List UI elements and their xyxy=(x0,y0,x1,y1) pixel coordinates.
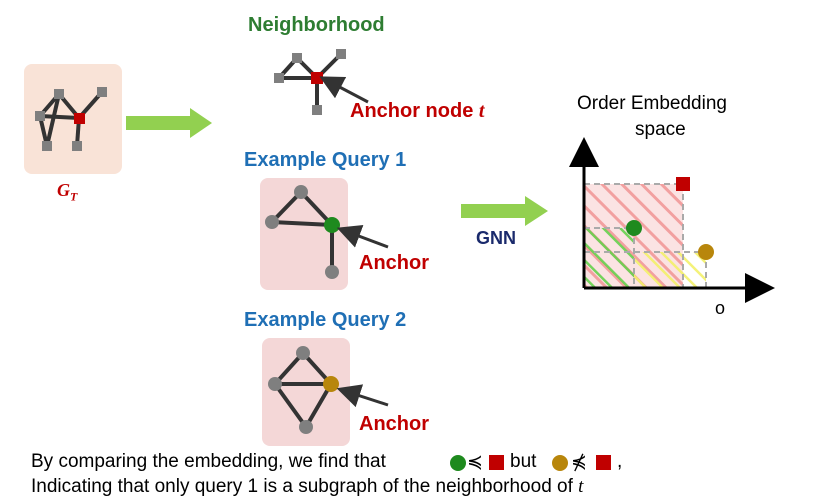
caption-rel-not-precedes: ⋠ xyxy=(571,452,587,473)
embedding-title-line2: space xyxy=(635,119,686,140)
embedding-red-square xyxy=(676,177,690,191)
caption-line1-b: but xyxy=(510,451,537,472)
neighborhood-anchor-node xyxy=(311,72,323,84)
query1-graph xyxy=(260,178,389,290)
target-graph xyxy=(24,64,122,174)
neighborhood-title: Neighborhood xyxy=(248,14,385,36)
query1-anchor-label: Anchor xyxy=(359,252,429,274)
query2-title: Example Query 2 xyxy=(244,309,407,331)
target-graph-label: GT xyxy=(57,180,78,204)
caption-red-square-2 xyxy=(596,455,611,470)
gnn-arrow xyxy=(461,196,548,226)
embedding-gold-circle xyxy=(698,244,714,260)
query2-anchor-node xyxy=(323,376,339,392)
query1-anchor-node xyxy=(324,217,340,233)
caption-red-square-1 xyxy=(489,455,504,470)
caption-line1-c: , xyxy=(617,451,623,472)
anchor-pointer-arrow xyxy=(319,76,369,104)
query2-anchor-label: Anchor xyxy=(359,413,429,435)
neighborhood-graph xyxy=(274,49,369,115)
caption-symbols xyxy=(450,455,611,471)
anchor-node-label: Anchor node t xyxy=(350,100,485,122)
gnn-label: GNN xyxy=(476,228,516,248)
embedding-plot xyxy=(569,137,775,303)
embedding-title-line1: Order Embedding xyxy=(577,93,727,114)
embedding-green-circle xyxy=(626,220,642,236)
target-anchor-node xyxy=(74,113,85,124)
query1-title: Example Query 1 xyxy=(244,149,407,171)
yellow-region xyxy=(634,252,706,288)
caption-rel-precedes: ≼ xyxy=(467,452,483,473)
target-graph-nodes xyxy=(35,87,107,151)
query2-graph xyxy=(262,338,389,446)
arrow-to-neighborhood xyxy=(126,108,212,138)
caption-gold-circle xyxy=(552,455,568,471)
caption-line1-a: By comparing the embedding, we find that xyxy=(31,451,386,472)
query1-panel xyxy=(260,178,348,290)
caption-green-circle xyxy=(450,455,466,471)
axis-origin-label: o xyxy=(715,298,726,318)
green-region xyxy=(584,228,634,288)
caption-line2: Indicating that only query 1 is a subgra… xyxy=(31,476,584,497)
query2-panel xyxy=(262,338,350,446)
